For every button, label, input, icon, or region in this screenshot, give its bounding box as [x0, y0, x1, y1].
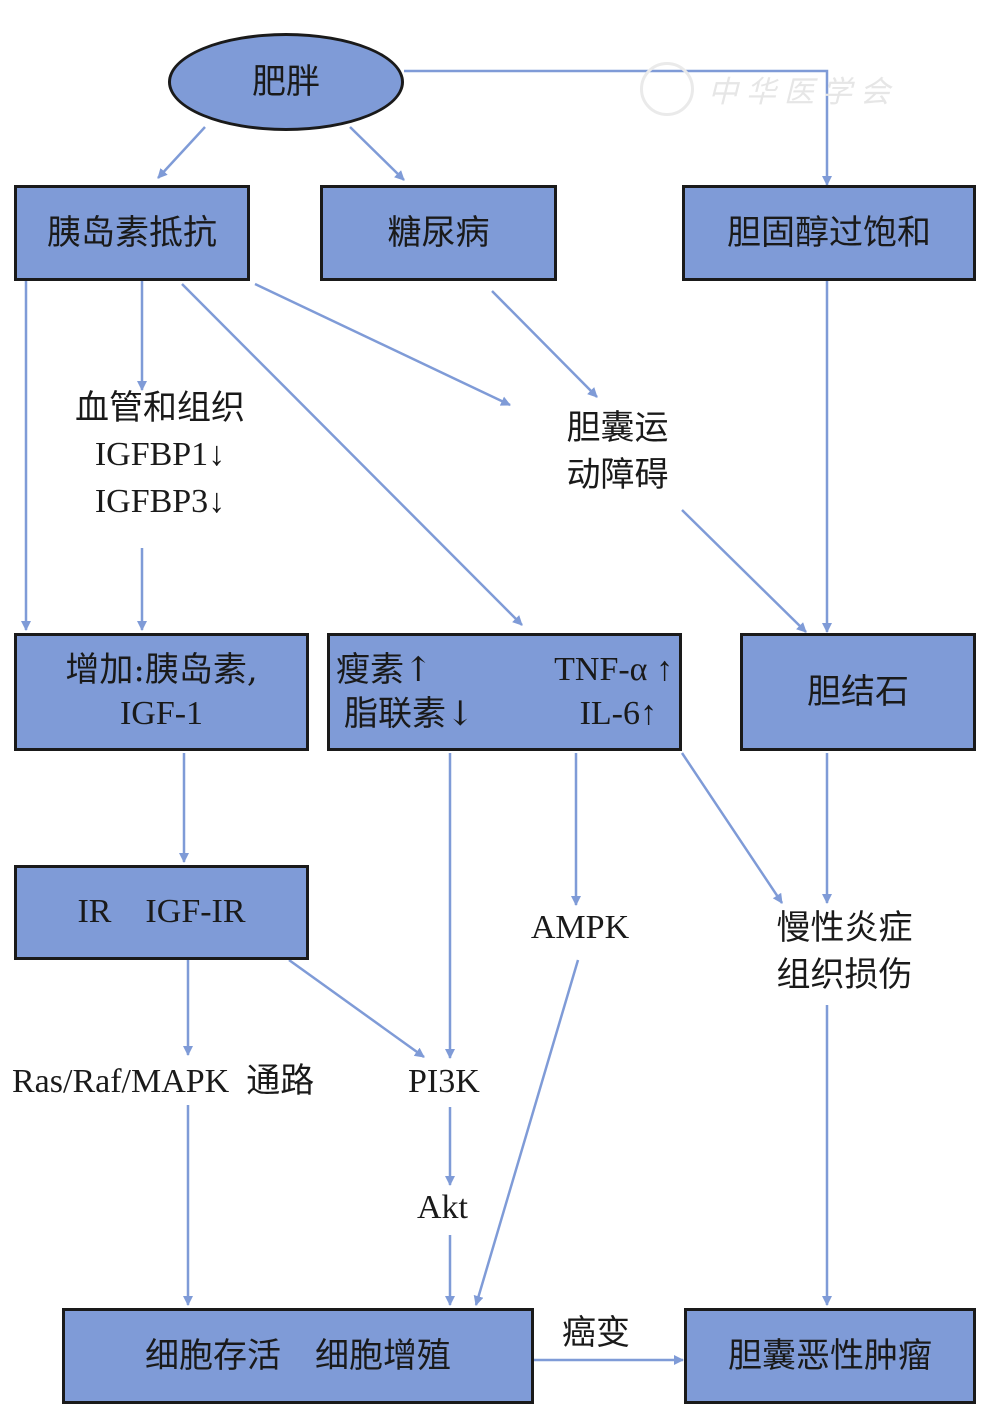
- node-gallstones-label: 胆结石: [807, 671, 909, 712]
- label-igfbp: 血管和组织 IGFBP1↓ IGFBP3↓: [50, 385, 270, 526]
- carcinogenesis-text: 癌变: [562, 1313, 630, 1353]
- pi3k-text: PI3K: [408, 1063, 480, 1100]
- node-gallbladder-malignancy: 胆囊恶性肿瘤: [684, 1308, 976, 1404]
- label-chronic-inflammation: 慢性炎症 组织损伤: [752, 905, 937, 999]
- arrow-obesity-to-insulin-resistance: [157, 126, 206, 179]
- increase-line2: IGF-1: [119, 695, 204, 732]
- node-insulin-resistance: 胰岛素抵抗: [14, 185, 250, 281]
- arrow-ampk-to-cells: [473, 959, 580, 1306]
- adipokine-adiponectin: 脂联素↓: [344, 694, 475, 734]
- arrow-obesity-to-diabetes: [349, 126, 405, 181]
- igfbp-line1: 血管和组织: [75, 388, 245, 428]
- arrow-irigf-to-pi3k: [288, 958, 425, 1059]
- ampk-text: AMPK: [530, 909, 630, 946]
- arrow-diabetes-to-dysmotility: [491, 290, 598, 398]
- node-obesity-label: 肥胖: [252, 61, 320, 102]
- label-carcinogenesis: 癌变: [562, 1310, 630, 1357]
- node-cholesterol-supersaturation: 胆固醇过饱和: [682, 185, 976, 281]
- society-seal-icon: [640, 62, 694, 116]
- node-malignancy-label: 胆囊恶性肿瘤: [728, 1335, 932, 1376]
- label-pi3k: PI3K: [408, 1059, 480, 1106]
- label-ras-mapk-pathway: Ras/Raf/MAPK 通路: [12, 1059, 314, 1106]
- node-gallstones: 胆结石: [740, 633, 976, 751]
- node-increase-insulin-igf1: 增加:胰岛素, IGF-1: [14, 633, 309, 751]
- igfbp-line3: IGFBP3↓: [94, 482, 226, 520]
- label-ampk: AMPK: [500, 905, 660, 952]
- adipokine-il6: IL-6↑: [579, 695, 657, 732]
- node-cholesterol-label: 胆固醇过饱和: [727, 212, 931, 253]
- arrow-obesity-to-cholesterol: [404, 69, 832, 186]
- arrow-dysmotility-to-gallstones: [681, 509, 807, 633]
- node-ir-igf-ir-label: IR IGF-IR: [77, 893, 246, 931]
- node-cell-survival-proliferation: 细胞存活 细胞增殖: [62, 1308, 534, 1404]
- dysmotility-line1: 胆囊运: [566, 408, 669, 448]
- node-adipokines: 瘦素↑ TNF-α ↑ 脂联素↓ IL-6↑: [327, 633, 682, 751]
- node-diabetes-label: 糖尿病: [387, 212, 490, 253]
- dysmotility-line2: 动障碍: [566, 454, 669, 495]
- node-ir-igf-ir: IR IGF-IR: [14, 865, 309, 960]
- label-gallbladder-dysmotility: 胆囊运 动障碍: [545, 405, 690, 499]
- label-akt: Akt: [417, 1185, 468, 1232]
- ras-mapk-text: Ras/Raf/MAPK 通路: [12, 1063, 315, 1100]
- adipokine-leptin: 瘦素↑: [336, 649, 433, 690]
- akt-text: Akt: [417, 1189, 468, 1226]
- watermark: 中华医学会: [640, 62, 898, 116]
- arrow-adipokines-to-inflammation: [680, 752, 784, 904]
- node-obesity: 肥胖: [168, 33, 404, 131]
- arrow-ir-to-adipokines: [181, 283, 523, 626]
- inflammation-line2: 组织损伤: [776, 954, 913, 995]
- adipokine-tnf-alpha: TNF-α ↑: [554, 650, 673, 688]
- igfbp-line2: IGFBP1↓: [94, 435, 226, 473]
- node-cells-label: 细胞存活 细胞增殖: [145, 1335, 451, 1376]
- node-insulin-resistance-label: 胰岛素抵抗: [47, 212, 217, 253]
- arrow-ir-to-dysmotility: [254, 282, 511, 407]
- node-diabetes: 糖尿病: [320, 185, 557, 281]
- inflammation-line1: 慢性炎症: [776, 908, 913, 948]
- increase-line1: 增加:胰岛素,: [65, 649, 258, 690]
- watermark-text: 中华医学会: [708, 75, 898, 110]
